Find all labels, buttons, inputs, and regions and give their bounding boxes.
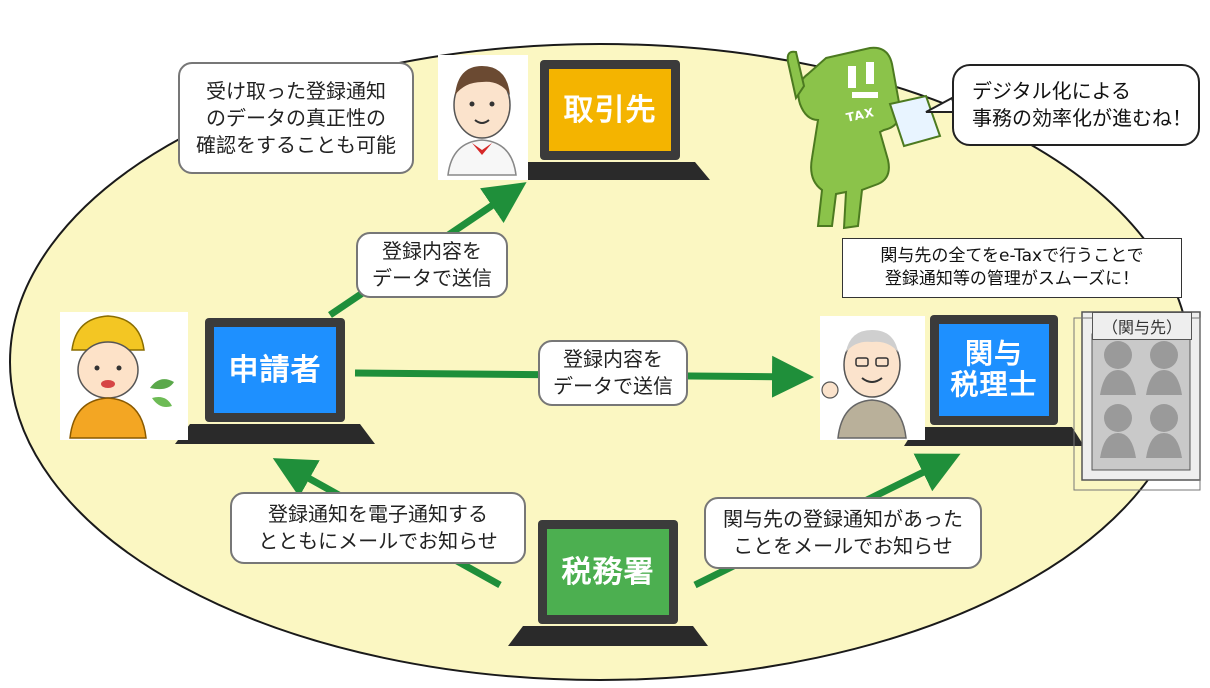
send-to-client-label: 登録内容を データで送信 xyxy=(356,232,508,298)
mascot-character xyxy=(786,46,942,230)
clients-panel xyxy=(1073,311,1201,491)
accountant-note-line-1: 関与先の全てをe-Taxで行うことで xyxy=(880,246,1144,267)
notify-accountant-line-1: 関与先の登録通知があった xyxy=(723,507,963,531)
notify-accountant-label: 関与先の登録通知があった ことをメールでお知らせ xyxy=(704,497,982,569)
client-screen-label: 取引先 xyxy=(549,69,671,151)
mascot-speech-bubble: デジタル化による 事務の効率化が進むね！ xyxy=(952,64,1200,146)
laptop-applicant xyxy=(175,318,375,444)
mascot-speech-line-1: デジタル化による xyxy=(972,79,1131,103)
applicant-screen-line: 申請者 xyxy=(228,352,322,388)
send-to-client-line-2: データで送信 xyxy=(372,266,492,290)
notify-applicant-line-1: 登録通知を電子通知する xyxy=(268,502,488,526)
screen-client xyxy=(549,69,671,151)
applicant-person-icon xyxy=(60,312,188,440)
screen-tax-office xyxy=(547,529,669,615)
laptop-tax-office xyxy=(508,520,708,646)
send-to-accountant-line-2: データで送信 xyxy=(553,374,673,398)
send-to-client-line-1: 登録内容を xyxy=(382,239,482,263)
tax-accountant-person-icon xyxy=(820,316,925,440)
accountant-note-line-2: 登録通知等の管理がスムーズに！ xyxy=(884,269,1140,289)
tax-accountant-screen-line-1: 関与 xyxy=(964,337,1023,371)
tax-office-screen-label: 税務署 xyxy=(547,529,669,615)
tax-accountant-screen-line-2: 税理士 xyxy=(950,368,1038,401)
notify-accountant-line-2: ことをメールでお知らせ xyxy=(733,534,953,558)
verify-note-line-2: のデータの真正性の xyxy=(206,105,386,130)
verify-note-label: 受け取った登録通知 のデータの真正性の 確認をすることも可能 xyxy=(178,62,414,174)
send-to-accountant-line-1: 登録内容を xyxy=(563,347,663,371)
tax-office-screen-line: 税務署 xyxy=(561,554,655,590)
laptop-tax-accountant xyxy=(904,315,1084,446)
tax-accountant-screen-label: 関与 税理士 xyxy=(939,324,1049,416)
verify-note-line-3: 確認をすることも可能 xyxy=(196,132,396,157)
screen-tax-accountant xyxy=(939,324,1049,416)
laptop-client xyxy=(510,60,710,180)
notify-applicant-line-2: とともにメールでお知らせ xyxy=(258,529,498,553)
mascot-badge: TAX xyxy=(844,105,876,125)
screen-applicant xyxy=(214,327,336,413)
verify-note-line-1: 受け取った登録通知 xyxy=(206,78,386,103)
send-to-accountant-label: 登録内容を データで送信 xyxy=(538,340,688,406)
client-screen-line: 取引先 xyxy=(563,92,657,128)
clients-panel-title: （関与先） xyxy=(1092,312,1192,340)
applicant-screen-label: 申請者 xyxy=(214,327,336,413)
mascot-speech-line-2: 事務の効率化が進むね！ xyxy=(972,106,1192,130)
client-person-icon xyxy=(438,55,528,180)
notify-applicant-label: 登録通知を電子通知する とともにメールでお知らせ xyxy=(230,492,526,564)
accountant-note: 関与先の全てをe-Taxで行うことで 登録通知等の管理がスムーズに！ xyxy=(842,238,1182,298)
